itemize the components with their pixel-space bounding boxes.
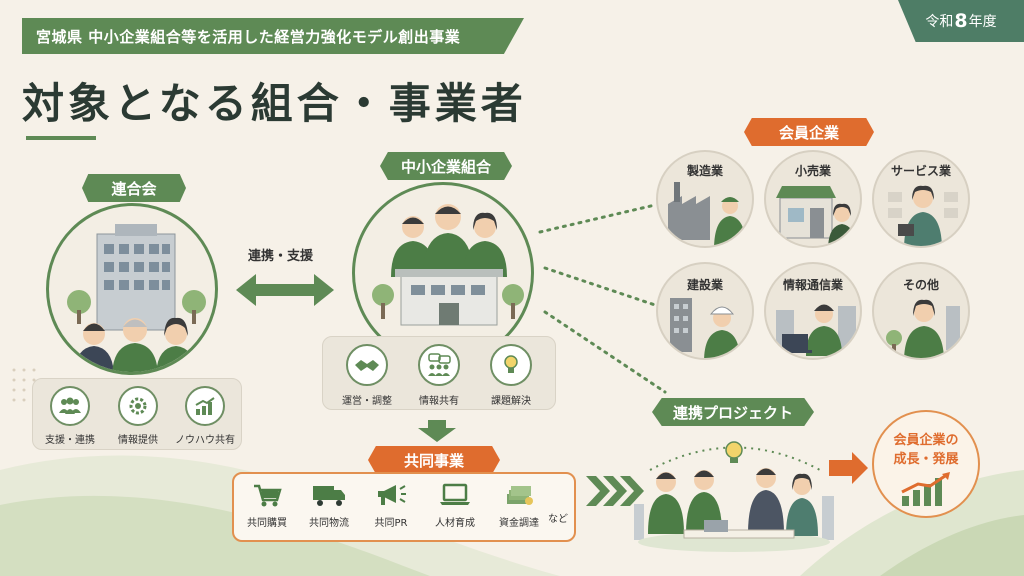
project-label-text: 連携プロジェクト	[672, 403, 793, 422]
project-meeting-illustration	[634, 441, 834, 552]
category-service	[872, 150, 970, 248]
growth-bars-icon	[901, 472, 950, 506]
joint-business-label: 共同事業	[368, 446, 500, 474]
category-label: 情報通信業	[782, 278, 843, 292]
union-label-text: 中小企業組合	[400, 157, 491, 176]
year-number: 8	[954, 10, 968, 32]
category-ict	[764, 262, 862, 360]
outcome-line2: 成長・発展	[893, 451, 959, 467]
money-icon	[507, 486, 533, 505]
people-icon	[50, 386, 90, 426]
federation-function-knowhow: ノウハウ共有	[172, 386, 238, 446]
double-arrow-icon	[236, 274, 334, 306]
year-suffix: 年度	[968, 14, 997, 30]
outcome-text: 会員企業の 成長・発展	[872, 432, 980, 470]
joint-item-training: 人材育成	[426, 482, 484, 529]
union-office-icon	[372, 204, 524, 326]
federation-function-label: 情報提供	[118, 435, 158, 446]
members-label-text: 会員企業	[778, 123, 839, 142]
link-support-label: 連携・支援	[248, 249, 314, 264]
federation-label: 連合会	[82, 174, 186, 202]
truck-icon	[313, 486, 345, 506]
megaphone-icon	[378, 485, 406, 505]
joint-item-logistics: 共同物流	[300, 482, 358, 529]
union-function-solving: 課題解決	[478, 344, 544, 407]
category-label: 小売業	[794, 164, 831, 178]
federation-illustration	[46, 203, 218, 375]
cart-icon	[254, 484, 282, 507]
joint-item-label: 共同PR	[374, 518, 408, 529]
union-function-label: 課題解決	[491, 396, 531, 407]
joint-item-label: 共同購買	[247, 518, 287, 529]
lightbulb-icon	[490, 344, 532, 386]
joint-business-panel	[232, 472, 576, 542]
lightbulb-icon	[725, 441, 743, 463]
union-label: 中小企業組合	[380, 152, 512, 180]
program-banner: 宮城県 中小企業組合等を活用した経営力強化モデル創出事業	[22, 18, 524, 54]
ict-worker-icon	[776, 304, 856, 356]
service-worker-icon	[888, 185, 958, 246]
joint-business-label-text: 共同事業	[403, 451, 464, 470]
page-title: 対象となる組合・事業者	[22, 79, 527, 128]
handshake-icon	[346, 344, 388, 386]
other-worker-icon	[886, 299, 960, 358]
office-building-icon	[67, 224, 206, 372]
joint-item-label: 資金調達	[499, 518, 539, 529]
outcome-line1: 会員企業の	[893, 433, 959, 448]
category-retail	[764, 150, 862, 248]
union-function-sharing: 情報共有	[406, 344, 472, 407]
federation-function-support: 支援・連携	[40, 386, 100, 446]
chat-people-icon	[418, 344, 460, 386]
members-label: 会員企業	[744, 118, 874, 146]
union-illustration	[352, 182, 534, 364]
category-label: その他	[902, 278, 939, 292]
category-manufacturing	[656, 150, 754, 248]
gear-icon	[118, 386, 158, 426]
chevron-arrows-icon	[586, 476, 644, 506]
orange-arrow-icon	[829, 452, 868, 484]
growth-chart-icon	[185, 386, 225, 426]
union-function-operation: 運営・調整	[334, 344, 400, 407]
joint-item-purchasing: 共同購買	[238, 482, 296, 529]
joint-item-label: 共同物流	[309, 518, 349, 529]
year-prefix: 令和	[925, 14, 954, 30]
joint-item-pr: 共同PR	[362, 482, 420, 529]
project-label: 連携プロジェクト	[652, 398, 814, 426]
union-function-label: 運営・調整	[342, 396, 392, 407]
category-label: 製造業	[686, 164, 723, 178]
federation-function-label: 支援・連携	[45, 435, 95, 446]
federation-function-info: 情報提供	[108, 386, 168, 446]
joint-item-label: 人材育成	[435, 518, 475, 529]
union-function-label: 情報共有	[419, 396, 459, 407]
category-other	[872, 262, 970, 360]
joint-item-funding: 資金調達	[490, 482, 548, 529]
federation-function-label: ノウハウ共有	[175, 435, 235, 446]
down-arrow-icon	[418, 420, 456, 442]
banner-text: 宮城県 中小企業組合等を活用した経営力強化モデル創出事業	[36, 27, 461, 46]
joint-business-suffix: など	[548, 514, 568, 525]
federation-label-text: 連合会	[111, 179, 157, 198]
category-construction	[656, 262, 754, 360]
laptop-icon	[440, 483, 470, 505]
category-label: 建設業	[686, 278, 723, 292]
title-underline	[26, 136, 96, 140]
category-label: サービス業	[890, 164, 951, 178]
